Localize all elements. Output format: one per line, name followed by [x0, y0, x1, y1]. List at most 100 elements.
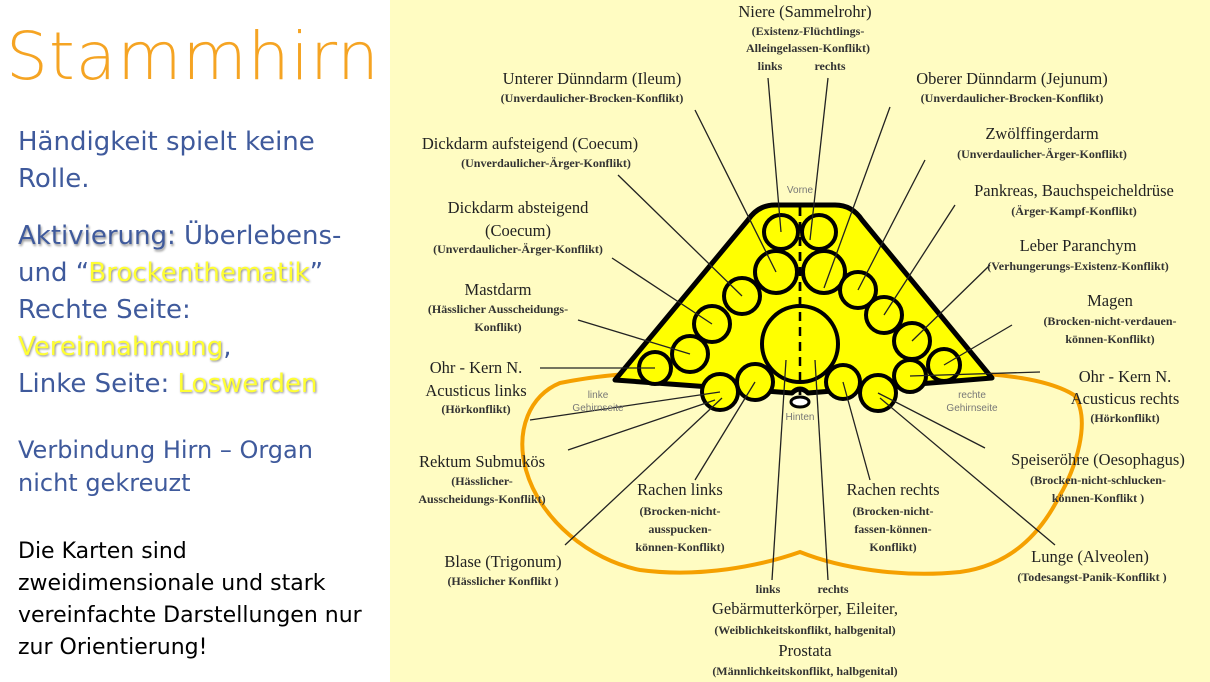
label-sub: (Hörkonflikt)	[1090, 411, 1159, 425]
label-name: Gebärmutterkörper, Eileiter,	[712, 599, 898, 618]
label-sub: (Ärger-Kampf-Konflikt)	[1011, 204, 1137, 218]
label-sub: (Weiblichkeitskonflikt, halbgenital)	[714, 623, 895, 637]
label-mastdarm: Mastdarm (Hässlicher Ausscheidungs- Konf…	[428, 280, 568, 334]
label-sub: (Hörkonflikt)	[441, 402, 510, 416]
label-lunge: Lunge (Alveolen) (Todesangst-Panik-Konfl…	[1017, 547, 1166, 584]
label-niere: Niere (Sammelrohr) (Existenz-Flüchtlings…	[738, 2, 871, 73]
activation-text-1: Überlebens-	[184, 221, 342, 251]
brain-outline	[520, 371, 1084, 576]
label-right: rechts	[817, 582, 848, 596]
label-sub: (Hässlicher Ausscheidungs-	[428, 302, 568, 316]
label-sub: fassen-können-	[854, 522, 931, 536]
label-name: Leber Paranchym	[1020, 236, 1137, 255]
right-side-label: Gehirnseite	[946, 403, 998, 414]
label-sub: (Existenz-Flüchtlings-	[752, 24, 865, 38]
label-ohr-links: Ohr - Kern N. Acusticus links (Hörkonfli…	[425, 358, 526, 416]
label-sub: (Brocken-nicht-	[852, 504, 933, 518]
activation-text-2: und “	[18, 258, 89, 288]
label-right: rechts	[814, 59, 845, 73]
label-coecum-absteigend: Dickdarm absteigend (Coecum) (Unverdauli…	[433, 198, 603, 256]
label-sub: (Unverdaulicher-Brocken-Konflikt)	[921, 91, 1104, 105]
activation-text: Aktivierung: Überlebens- und “Brockenthe…	[18, 218, 388, 403]
label-name: (Coecum)	[485, 221, 551, 240]
label-jejunum: Oberer Dünndarm (Jejunum) (Unverdauliche…	[916, 69, 1108, 105]
activation-label: Aktivierung:	[18, 221, 176, 251]
label-sub: können-Konflikt)	[635, 540, 724, 554]
label-speiseroehre: Speiseröhre (Oesophagus) (Brocken-nicht-…	[1011, 450, 1185, 505]
left-side-label: linke	[588, 390, 609, 401]
label-name: Prostata	[778, 641, 832, 660]
label-sub: (Todesangst-Panik-Konflikt )	[1017, 570, 1166, 584]
label-rektum: Rektum Submukös (Hässlicher- Ausscheidun…	[418, 452, 545, 506]
leader-lines	[529, 77, 1056, 581]
label-sub: Ausscheidungs-Konflikt)	[418, 492, 545, 506]
label-sub: (Brocken-nicht-schlucken-	[1030, 473, 1166, 487]
vorne-label: Vorne	[787, 185, 814, 196]
left-side-value: Loswerden	[177, 369, 318, 399]
label-sub: Alleingelassen-Konflikt)	[746, 41, 870, 55]
right-side-value: Vereinnahmung	[18, 332, 224, 362]
hinten-label: Hinten	[786, 412, 815, 423]
label-sub: (Männlichkeitskonflikt, halbgenital)	[712, 664, 897, 678]
label-duodenum: Zwölffingerdarm (Unverdaulicher-Ärger-Ko…	[957, 124, 1127, 161]
label-sub: Konflikt)	[474, 320, 521, 334]
label-name: Oberer Dünndarm (Jejunum)	[916, 69, 1108, 88]
label-name: Rektum Submukös	[419, 452, 545, 471]
label-name: Rachen rechts	[847, 480, 940, 499]
disclaimer-text: Die Karten sind zweidimensionale und sta…	[18, 539, 362, 660]
label-coecum-aufsteigend: Dickdarm aufsteigend (Coecum) (Unverdaul…	[422, 134, 638, 170]
label-magen: Magen (Brocken-nicht-verdauen- können-Ko…	[1043, 291, 1176, 346]
slide-title: Stammhirn	[6, 18, 380, 95]
label-sub: (Verhungerungs-Existenz-Konflikt)	[987, 259, 1169, 273]
label-name: Ohr - Kern N.	[430, 358, 523, 377]
hinten-marker	[789, 395, 811, 409]
label-name: Mastdarm	[465, 280, 532, 299]
label-sub: können-Konflikt )	[1052, 491, 1144, 505]
label-name: Acusticus rechts	[1071, 389, 1180, 408]
right-side-label: Rechte Seite:	[18, 295, 191, 325]
label-left: links	[756, 582, 781, 596]
label-sub: (Hässlicher Konflikt )	[447, 574, 558, 588]
text-panel: Stammhirn Händigkeit spielt keine Rolle.…	[0, 0, 390, 682]
label-sub: (Brocken-nicht-verdauen-	[1043, 314, 1176, 328]
left-side-label: Linke Seite:	[18, 369, 170, 399]
label-sub: können-Konflikt)	[1065, 332, 1154, 346]
relay-circles	[637, 213, 962, 413]
comma: ,	[223, 332, 232, 362]
right-side-label: rechte	[958, 390, 986, 401]
activation-text-3: ”	[309, 258, 324, 288]
label-sub: (Unverdaulicher-Ärger-Konflikt)	[461, 156, 631, 170]
label-sub: (Unverdaulicher-Ärger-Konflikt)	[433, 242, 603, 256]
label-name: Dickdarm aufsteigend (Coecum)	[422, 134, 638, 153]
label-sub: (Hässlicher-	[451, 474, 513, 488]
label-name: Niere (Sammelrohr)	[738, 2, 871, 21]
label-name: Ohr - Kern N.	[1079, 367, 1172, 386]
label-rachen-links: Rachen links (Brocken-nicht- ausspucken-…	[635, 480, 724, 554]
label-ohr-rechts: Ohr - Kern N. Acusticus rechts (Hörkonfl…	[1071, 367, 1180, 425]
handedness-text: Händigkeit spielt keine Rolle.	[18, 127, 315, 194]
label-name: Speiseröhre (Oesophagus)	[1011, 450, 1185, 469]
connection-text: Verbindung Hirn – Organ nicht gekreuzt	[18, 436, 313, 497]
activation-highlight: Brockenthematik	[88, 258, 310, 288]
label-ileum: Unterer Dünndarm (Ileum) (Unverdaulicher…	[501, 69, 684, 105]
left-side-label: Gehirnseite	[572, 403, 624, 414]
label-sub: (Unverdaulicher-Ärger-Konflikt)	[957, 147, 1127, 161]
label-name: Lunge (Alveolen)	[1031, 547, 1149, 566]
label-name: Magen	[1087, 291, 1133, 310]
label-name: Blase (Trigonum)	[444, 552, 561, 571]
brainstem-map: Vorne Hinten linke Gehirnseite rechte Ge…	[418, 2, 1185, 678]
label-sub: (Brocken-nicht-	[639, 504, 720, 518]
label-sub: ausspucken-	[648, 522, 711, 536]
label-leber: Leber Paranchym (Verhungerungs-Existenz-…	[987, 236, 1169, 273]
label-sub: Konflikt)	[869, 540, 916, 554]
label-name: Acusticus links	[425, 381, 526, 400]
label-name: Zwölffingerdarm	[985, 124, 1098, 143]
brainstem-diagram: Vorne Hinten linke Gehirnseite rechte Ge…	[390, 0, 1210, 682]
label-left: links	[758, 59, 783, 73]
label-rachen-rechts: Rachen rechts (Brocken-nicht- fassen-kön…	[847, 480, 940, 554]
label-gebaermutter-prostata: links rechts Gebärmutterkörper, Eileiter…	[712, 582, 898, 678]
label-name: Unterer Dünndarm (Ileum)	[503, 69, 682, 88]
label-sub: (Unverdaulicher-Brocken-Konflikt)	[501, 91, 684, 105]
label-name: Pankreas, Bauchspeicheldrüse	[974, 181, 1174, 200]
label-blase: Blase (Trigonum) (Hässlicher Konflikt )	[444, 552, 561, 588]
